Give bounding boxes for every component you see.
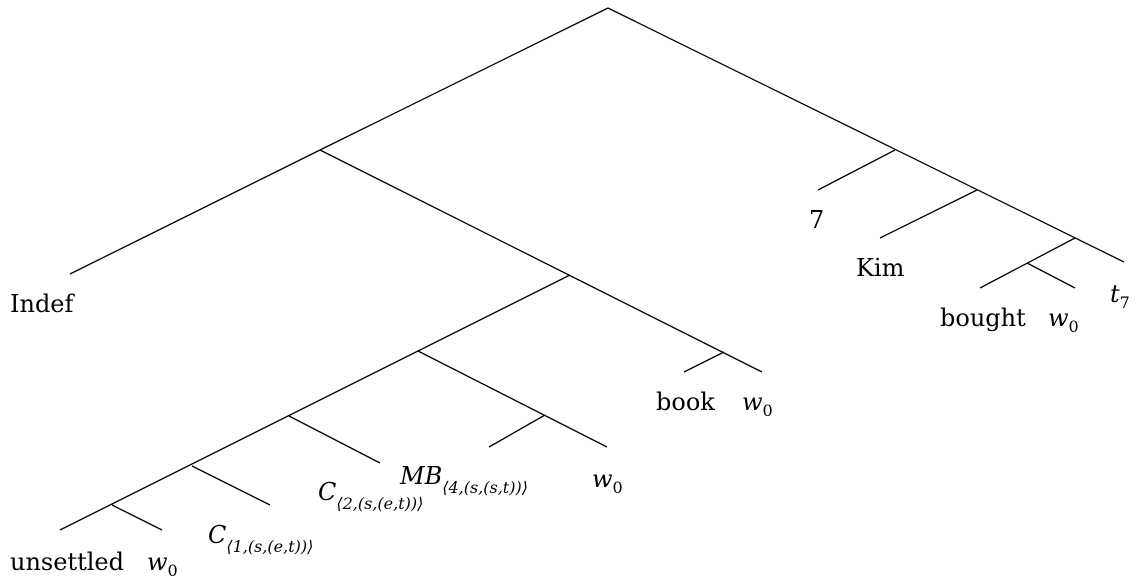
leaf-w0-unsettled: w0: [147, 548, 178, 579]
leaf-c2: C⟨2,(s,(e,t))⟩: [318, 478, 423, 513]
leaf-indef: Indef: [10, 290, 76, 318]
leaf-w0-mb: w0: [592, 465, 623, 497]
tree-edges: [59, 7, 1125, 531]
edge: [683, 351, 725, 373]
leaf-w0-book: w0: [742, 388, 773, 420]
edge: [288, 415, 381, 464]
leaf-mb: MB⟨4,(s,(s,t))⟩: [399, 462, 528, 497]
leaf-book: book: [656, 388, 715, 416]
leaf-unsettled: unsettled: [10, 548, 124, 576]
leaf-trace-t7: t7: [1110, 280, 1130, 312]
leaf-c1: C⟨1,(s,(e,t))⟩: [208, 521, 313, 556]
edge: [59, 274, 571, 531]
edge: [111, 504, 163, 531]
edge: [879, 189, 978, 239]
tree-labels: Indef unsettled w0 C⟨1,(s,(e,t))⟩ C⟨2,(s…: [10, 206, 1130, 579]
edge: [69, 149, 321, 275]
leaf-seven: 7: [809, 206, 824, 234]
leaf-w0-bought: w0: [1048, 304, 1079, 336]
edge: [1026, 262, 1076, 289]
edge: [417, 350, 608, 448]
edge: [319, 7, 609, 151]
edge: [191, 465, 271, 506]
edge: [488, 414, 546, 448]
edge: [817, 149, 896, 191]
leaf-bought: bought: [940, 304, 1026, 332]
edge: [607, 7, 1125, 263]
leaf-kim: Kim: [856, 254, 905, 282]
edge: [319, 149, 763, 373]
